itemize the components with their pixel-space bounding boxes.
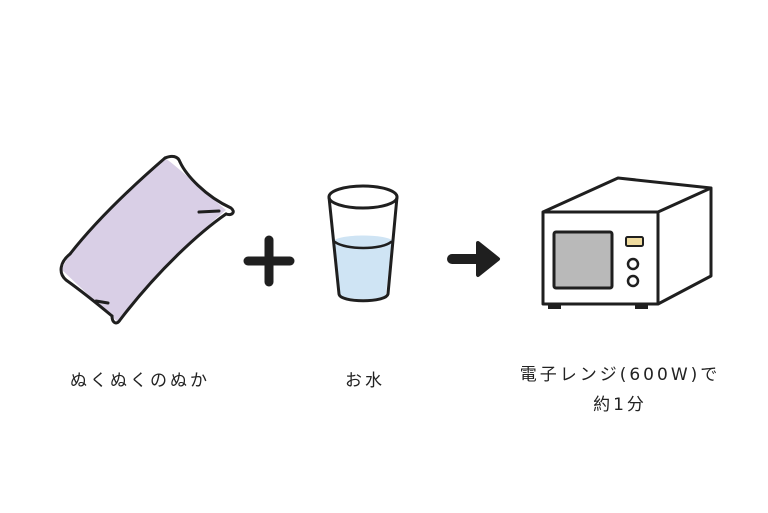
step-3-label: 電子レンジ(600W)で 約1分 — [500, 360, 740, 420]
step-2-label: お水 — [345, 371, 385, 391]
step-3-label-line-2: 約1分 — [593, 395, 647, 415]
rice-bran-pack-icon — [59, 154, 235, 325]
plus-icon — [243, 235, 295, 287]
microwave-icon — [541, 176, 713, 309]
step-3-label-line-1: 電子レンジ(600W)で — [519, 365, 721, 385]
step-1-label: ぬくぬくのぬか — [70, 371, 210, 391]
glass-of-water-icon — [327, 184, 399, 303]
arrow-right-icon — [447, 241, 500, 277]
